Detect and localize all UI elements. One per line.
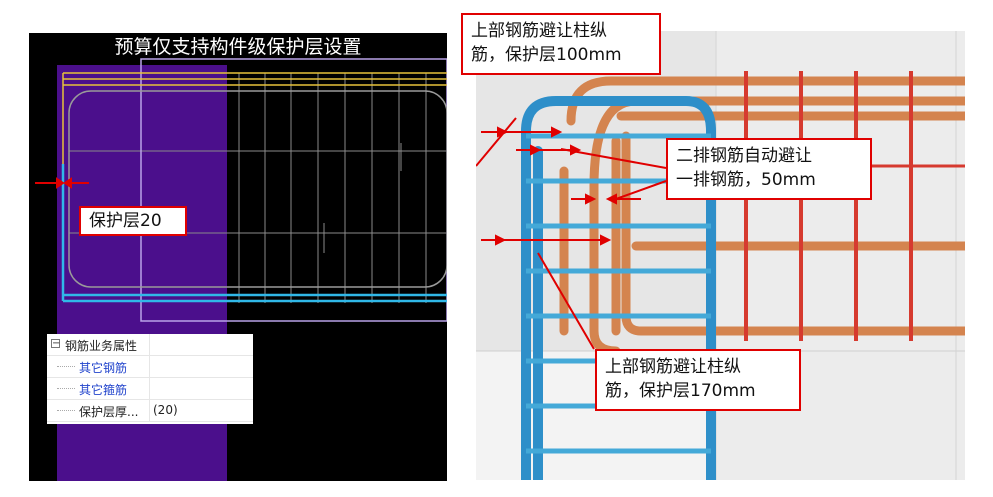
callout-second-row-50: 二排钢筋自动避让 一排钢筋，50mm [666,138,872,200]
property-value[interactable]: (20) [153,403,178,417]
rebar-ticks [323,143,402,253]
property-name[interactable]: 其它箍筋 [79,383,128,397]
panel-title: 预算仅支持构件级保护层设置 [114,36,362,58]
callout-line: 上部钢筋避让柱纵 [605,357,741,377]
property-row[interactable]: 其它箍筋 [47,378,253,400]
stirrup-outline [68,90,447,288]
callout-line: 筋，保护层100mm [471,45,622,65]
cad-viewport[interactable]: 预算仅支持构件级保护层设置 保护层20 − 钢筋业务属性 其它钢筋 其它箍筋 保… [29,33,447,481]
annotation-arrows [476,117,667,350]
rebar-3d-drawing [476,31,965,480]
cover-annotation: 保护层20 [79,206,187,236]
callout-line: 二排钢筋自动避让 [676,146,812,166]
collapse-icon[interactable]: − [51,338,61,349]
callout-line: 筋，保护层170mm [605,381,756,401]
property-row[interactable]: 保护层厚... (20) [47,400,253,422]
property-name[interactable]: 其它钢筋 [79,361,128,375]
3d-rebar-viewport[interactable] [476,31,965,480]
callout-top-cover-100: 上部钢筋避让柱纵 筋，保护层100mm [461,13,661,75]
callout-line: 上部钢筋避让柱纵 [471,21,607,41]
column-boundary [140,58,447,322]
property-name: 保护层厚... [79,405,139,419]
property-panel: − 钢筋业务属性 其它钢筋 其它箍筋 保护层厚... (20) [47,334,253,424]
property-group-row[interactable]: − 钢筋业务属性 [47,334,253,356]
cover-dimension-arrows [35,177,89,189]
property-row[interactable]: 其它钢筋 [47,356,253,378]
callout-bottom-cover-170: 上部钢筋避让柱纵 筋，保护层170mm [595,349,801,411]
property-group-label: 钢筋业务属性 [65,339,138,353]
stirrups-red [744,71,913,341]
bottom-rebar [61,164,447,303]
callout-line: 一排钢筋，50mm [676,170,816,190]
